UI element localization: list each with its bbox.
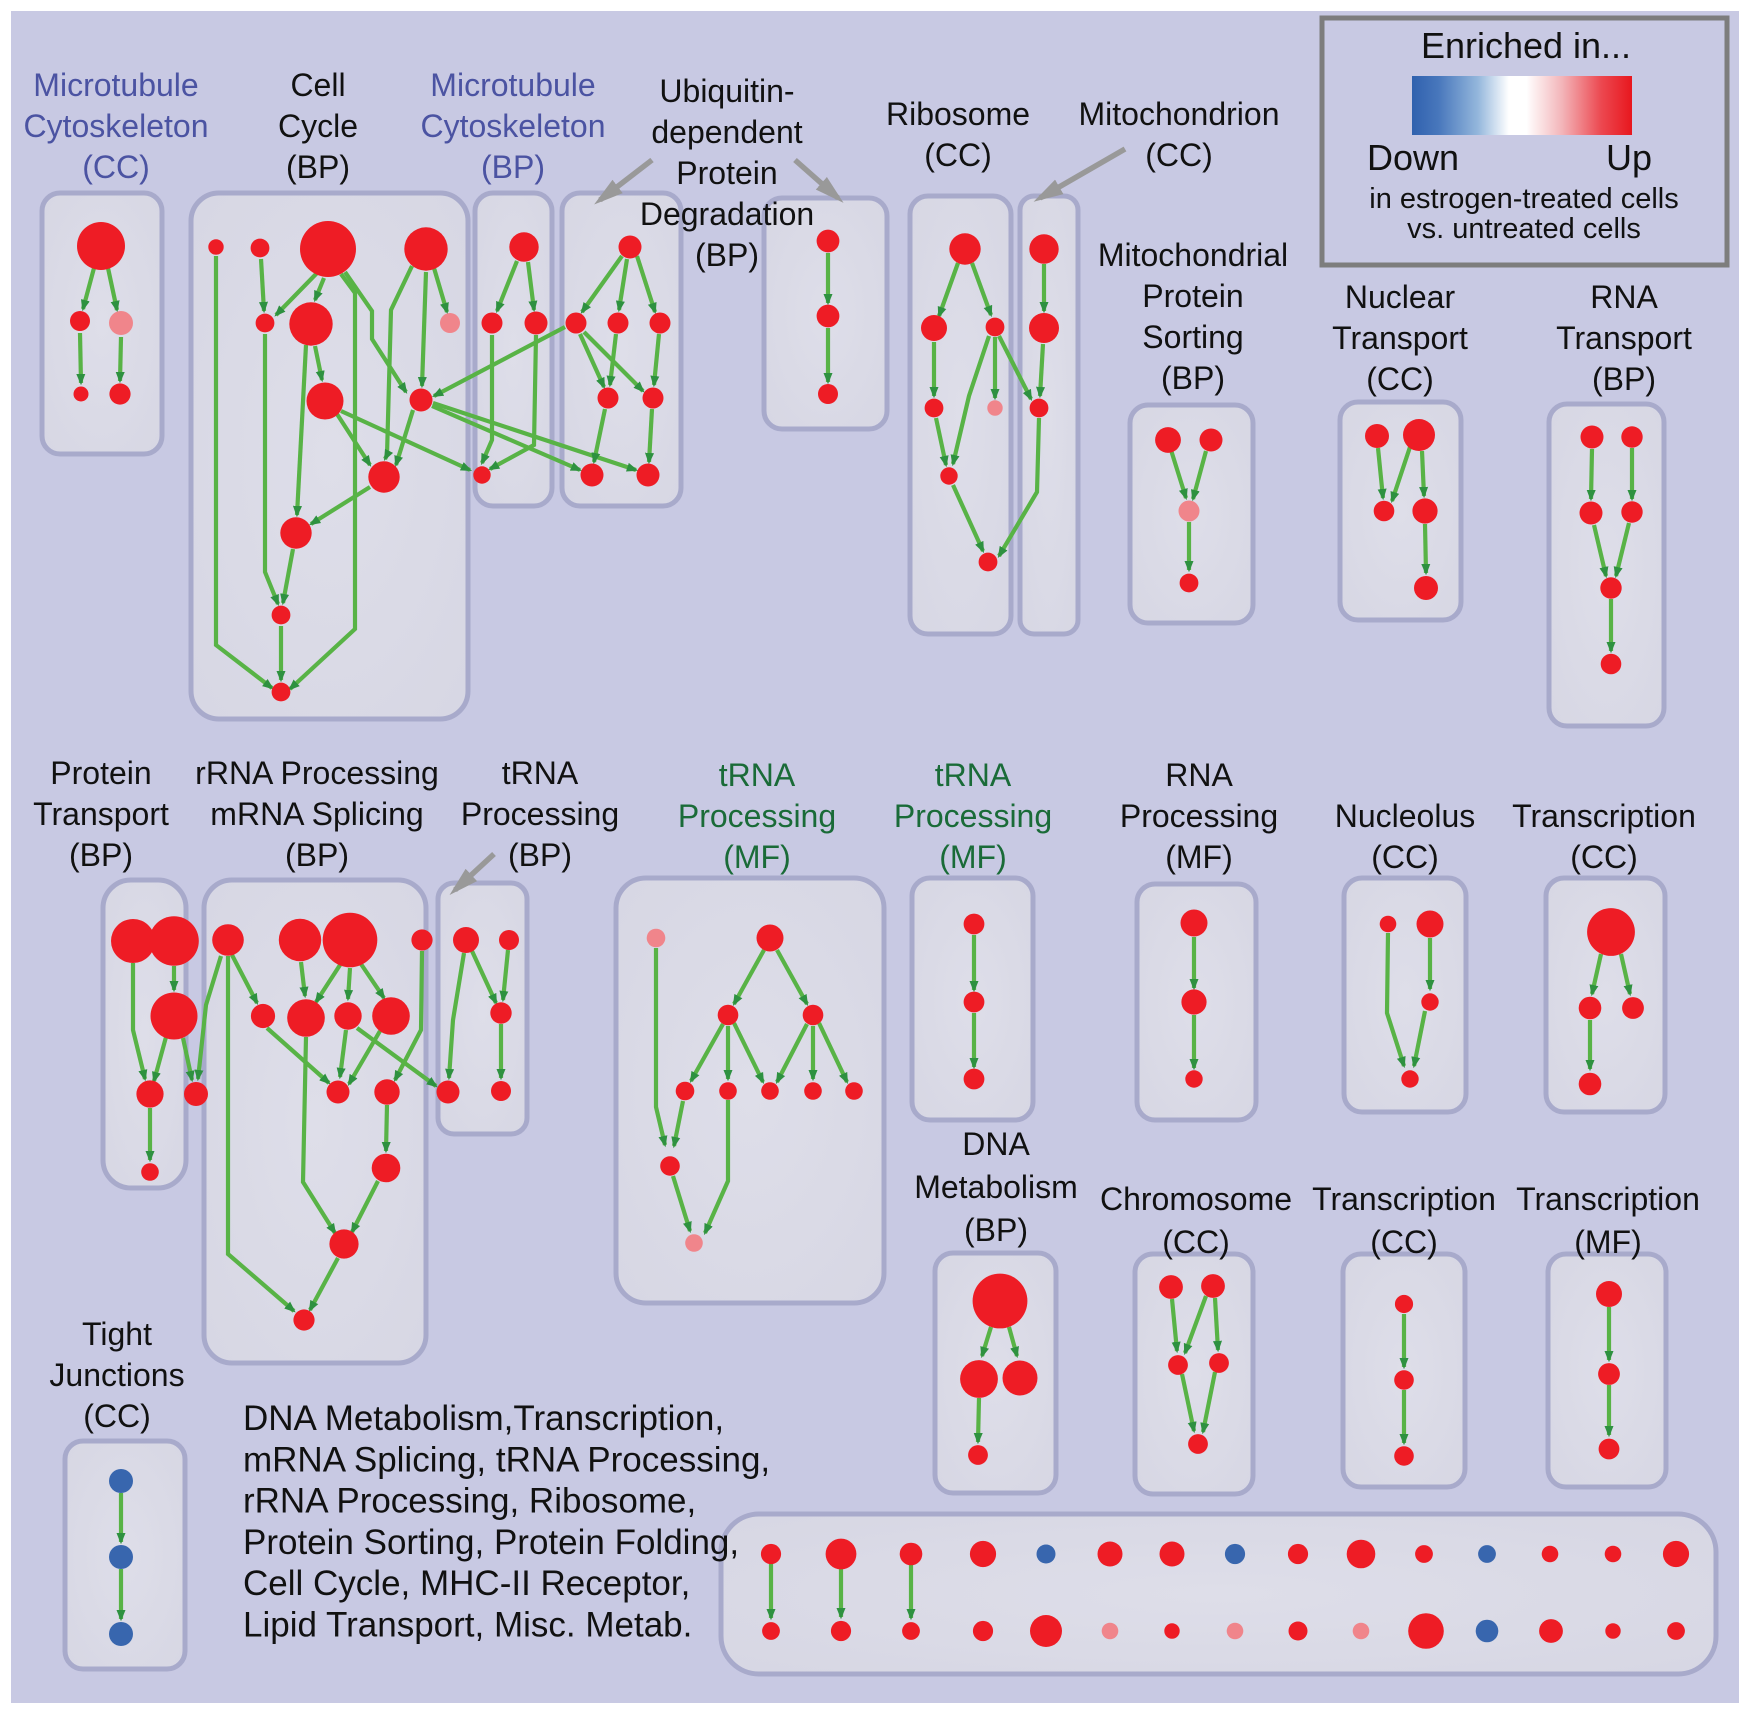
svg-text:Mitochondrion: Mitochondrion bbox=[1079, 96, 1280, 132]
svg-text:Transport: Transport bbox=[1556, 320, 1692, 356]
svg-text:rRNA Processing, Ribosome,: rRNA Processing, Ribosome, bbox=[243, 1482, 696, 1521]
svg-text:Lipid Transport, Misc. Metab.: Lipid Transport, Misc. Metab. bbox=[243, 1606, 692, 1645]
svg-text:Processing: Processing bbox=[1120, 798, 1278, 834]
svg-text:Tight: Tight bbox=[82, 1316, 152, 1352]
svg-text:Degradation: Degradation bbox=[640, 196, 814, 232]
svg-text:Chromosome: Chromosome bbox=[1100, 1181, 1292, 1217]
svg-text:tRNA: tRNA bbox=[935, 757, 1012, 793]
svg-text:Junctions: Junctions bbox=[49, 1357, 184, 1393]
svg-text:RNA: RNA bbox=[1165, 757, 1233, 793]
svg-text:(BP): (BP) bbox=[695, 237, 759, 273]
svg-text:Protein: Protein bbox=[676, 155, 777, 191]
svg-text:Down: Down bbox=[1367, 137, 1459, 178]
svg-text:Microtubule: Microtubule bbox=[430, 67, 595, 103]
svg-text:Processing: Processing bbox=[461, 796, 619, 832]
svg-text:Protein: Protein bbox=[50, 755, 151, 791]
svg-text:(BP): (BP) bbox=[508, 837, 572, 873]
svg-text:Metabolism: Metabolism bbox=[914, 1169, 1078, 1205]
svg-text:tRNA: tRNA bbox=[502, 755, 579, 791]
svg-text:Microtubule: Microtubule bbox=[33, 67, 198, 103]
svg-text:tRNA: tRNA bbox=[719, 757, 796, 793]
svg-text:(MF): (MF) bbox=[939, 839, 1007, 875]
svg-text:in estrogen-treated cells: in estrogen-treated cells bbox=[1369, 183, 1679, 215]
svg-text:Enriched in...: Enriched in... bbox=[1421, 25, 1631, 66]
svg-text:(MF): (MF) bbox=[1165, 839, 1233, 875]
svg-text:mRNA Splicing: mRNA Splicing bbox=[210, 796, 423, 832]
svg-text:RNA: RNA bbox=[1590, 279, 1658, 315]
svg-text:(CC): (CC) bbox=[83, 1398, 151, 1434]
svg-text:Protein Sorting, Protein Foldi: Protein Sorting, Protein Folding, bbox=[243, 1523, 739, 1562]
svg-text:Ubiquitin-: Ubiquitin- bbox=[659, 73, 794, 109]
svg-text:Cytoskeleton: Cytoskeleton bbox=[24, 108, 209, 144]
svg-text:Cell: Cell bbox=[290, 67, 345, 103]
svg-text:vs. untreated cells: vs. untreated cells bbox=[1407, 213, 1641, 245]
svg-text:(BP): (BP) bbox=[285, 837, 349, 873]
svg-text:(BP): (BP) bbox=[286, 149, 350, 185]
svg-text:(BP): (BP) bbox=[69, 837, 133, 873]
svg-text:(CC): (CC) bbox=[1570, 839, 1638, 875]
svg-text:(CC): (CC) bbox=[924, 137, 992, 173]
svg-text:(BP): (BP) bbox=[964, 1212, 1028, 1248]
svg-text:DNA: DNA bbox=[962, 1126, 1030, 1162]
svg-text:dependent: dependent bbox=[651, 114, 802, 150]
svg-text:mRNA Splicing, tRNA Processing: mRNA Splicing, tRNA Processing, bbox=[243, 1440, 770, 1479]
svg-text:(BP): (BP) bbox=[1161, 360, 1225, 396]
svg-text:Protein: Protein bbox=[1142, 278, 1243, 314]
svg-text:Cycle: Cycle bbox=[278, 108, 358, 144]
svg-text:Transcription: Transcription bbox=[1312, 1181, 1496, 1217]
svg-text:Sorting: Sorting bbox=[1142, 319, 1243, 355]
svg-text:Processing: Processing bbox=[894, 798, 1052, 834]
svg-text:Mitochondrial: Mitochondrial bbox=[1098, 237, 1288, 273]
svg-text:(CC): (CC) bbox=[1370, 1224, 1438, 1260]
svg-text:(CC): (CC) bbox=[1371, 839, 1439, 875]
svg-text:(CC): (CC) bbox=[82, 149, 150, 185]
svg-text:(MF): (MF) bbox=[1574, 1224, 1642, 1260]
svg-text:(CC): (CC) bbox=[1162, 1224, 1230, 1260]
svg-text:(CC): (CC) bbox=[1145, 137, 1213, 173]
svg-text:Cell Cycle, MHC-II Receptor,: Cell Cycle, MHC-II Receptor, bbox=[243, 1564, 690, 1603]
svg-text:Transport: Transport bbox=[1332, 320, 1468, 356]
svg-text:Up: Up bbox=[1606, 137, 1652, 178]
svg-text:Nuclear: Nuclear bbox=[1345, 279, 1456, 315]
svg-text:Cytoskeleton: Cytoskeleton bbox=[421, 108, 606, 144]
svg-text:rRNA Processing: rRNA Processing bbox=[195, 755, 439, 791]
svg-text:(MF): (MF) bbox=[723, 839, 791, 875]
svg-text:Ribosome: Ribosome bbox=[886, 96, 1030, 132]
svg-text:Transcription: Transcription bbox=[1516, 1181, 1700, 1217]
svg-text:(BP): (BP) bbox=[1592, 361, 1656, 397]
svg-text:Nucleolus: Nucleolus bbox=[1335, 798, 1476, 834]
svg-text:Transcription: Transcription bbox=[1512, 798, 1696, 834]
svg-text:(BP): (BP) bbox=[481, 149, 545, 185]
svg-text:Transport: Transport bbox=[33, 796, 169, 832]
svg-text:DNA Metabolism,Transcription,: DNA Metabolism,Transcription, bbox=[243, 1399, 724, 1438]
svg-text:(CC): (CC) bbox=[1366, 361, 1434, 397]
svg-text:Processing: Processing bbox=[678, 798, 836, 834]
